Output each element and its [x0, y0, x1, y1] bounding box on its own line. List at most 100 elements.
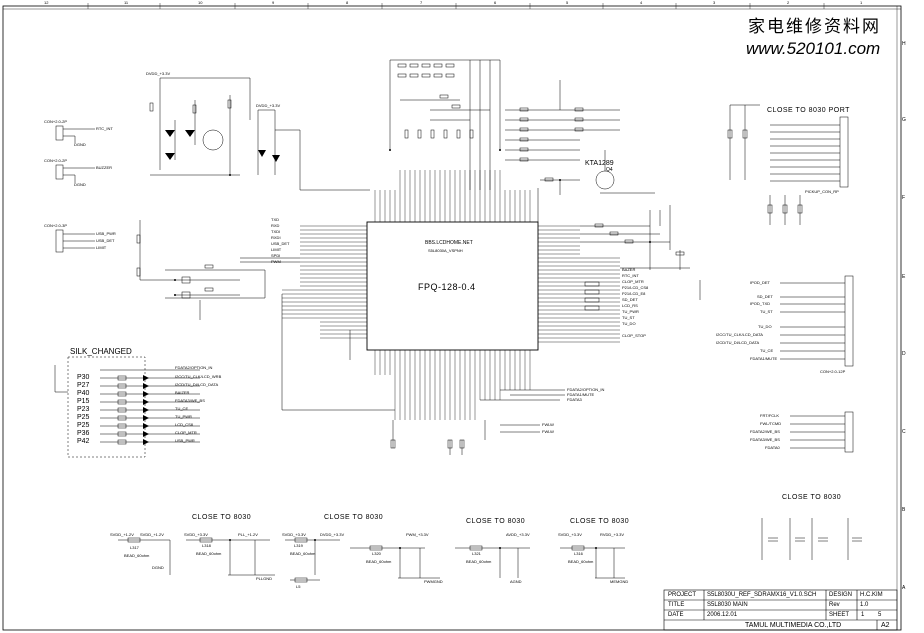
net-label: RTC_INT	[96, 126, 113, 131]
bead-label: BEAD_60ohm	[196, 551, 222, 556]
col-label: 6	[494, 0, 497, 5]
net-label: USB_PWR	[175, 438, 195, 443]
chip-part-label: S5L8030A_VSPNH	[428, 248, 463, 253]
bead-label: BEAD_60ohm	[366, 559, 392, 564]
net-label: FDATA1/MUTE	[567, 392, 595, 397]
inductor-ref: L319	[294, 543, 303, 548]
watermark-title: 家电维修资料网	[748, 17, 881, 37]
row-label: D	[902, 351, 906, 357]
net-label: I2CC/TU_CLK/LCD_WRB	[175, 374, 222, 379]
silk-pin: P40	[77, 390, 90, 397]
net-label: USB_PWR	[96, 231, 116, 236]
col-label: 3	[713, 0, 716, 5]
row-label: C	[902, 429, 906, 435]
net-label: TXD	[271, 217, 279, 222]
net-label: TU_PWR	[622, 309, 639, 314]
net-label: SPDI	[271, 253, 281, 258]
close-bottom-label: CLOSE TO 8030	[192, 514, 252, 521]
sheet-total: 5	[878, 612, 882, 618]
net-label: IPOD_DET	[750, 280, 771, 285]
net-label: RTC_INT	[622, 273, 639, 278]
power-net: SVDD_+3.3V	[184, 532, 208, 537]
project-label: PROJECT	[668, 592, 697, 598]
close-right-label: CLOSE TO 8030	[782, 494, 842, 501]
net-label: FDATA2/WE_BS	[750, 429, 780, 434]
close-bottom-label: CLOSE TO 8030	[466, 518, 526, 525]
design-value: H.C.KIM	[860, 592, 883, 598]
inductor-ref: L320	[372, 551, 381, 556]
silk-pin: P25	[77, 422, 90, 429]
transistor-part: KTA1289	[585, 160, 614, 167]
net-label: RXD	[271, 223, 280, 228]
row-label: A	[902, 585, 906, 591]
sheet-size: A2	[881, 622, 890, 629]
net-label: FDATA3	[567, 397, 582, 402]
inductor-ref: L316	[574, 551, 583, 556]
silk-pin: P42	[77, 438, 90, 445]
row-label: F	[902, 195, 906, 201]
connector-label: CON+2.0-2P	[44, 119, 68, 124]
net-label: SD_DET	[757, 294, 773, 299]
net-label: FWLW	[542, 422, 554, 427]
col-label: 8	[346, 0, 349, 5]
inductor-ref: L317	[130, 545, 139, 550]
silk-pin: P25	[77, 414, 90, 421]
title-value: S5L8030 MAIN	[707, 602, 748, 608]
net-label: PWM	[271, 259, 281, 264]
connector-label: CON+2.0-3P	[44, 223, 68, 228]
net-label: TU_PWR	[175, 414, 192, 419]
row-label: H	[902, 41, 906, 47]
bead-label: BEAD_60ohm	[466, 559, 492, 564]
col-label: 9	[272, 0, 275, 5]
net-label: TU_ST	[622, 315, 635, 320]
net-label: FRT/FCLK	[760, 413, 780, 418]
net-label: TU_CE	[175, 406, 189, 411]
connector-label: CON+2.0-2P	[44, 158, 68, 163]
net-label: DGND	[74, 182, 86, 187]
col-label: 5	[566, 0, 569, 5]
net-label: FDATA2/OPTION_IN	[175, 365, 213, 370]
close-bottom-label: CLOSE TO 8030	[324, 514, 384, 521]
gnd-label: AGND	[510, 579, 522, 584]
gnd-label: PWMGND	[424, 579, 443, 584]
net-label: TU_DO	[758, 324, 772, 329]
sheet-label: SHEET	[829, 612, 850, 618]
silk-pin: P15	[77, 398, 90, 405]
net-label: FDATA0	[765, 445, 780, 450]
net-label: I2CD/TU_DI/LCD_DATA	[175, 382, 219, 387]
net-label: SD_DET	[622, 297, 638, 302]
net-label: BUZZER	[96, 165, 112, 170]
design-label: DESIGN	[829, 592, 853, 598]
connector-label: CON+2.0-12P	[820, 369, 846, 374]
inductor-ref: L321	[472, 551, 481, 556]
row-label: B	[902, 507, 906, 513]
power-net: DVDD_+3.3V	[146, 71, 171, 76]
transistor-ref: Q4	[606, 167, 613, 173]
net-label: CLOP_MTR	[622, 279, 644, 284]
sheet-value: 1	[861, 612, 865, 618]
net-label: FDATA1/MUTE	[750, 356, 778, 361]
net-label: LCD_CS8	[175, 422, 194, 427]
rev-value: 1.0	[860, 602, 869, 608]
net-label: I2CC/TU_CLK/LCD_DATA	[716, 332, 763, 337]
net-label: TU_DO	[622, 321, 636, 326]
bead-label: BEAD_60ohm	[124, 553, 150, 558]
connector-label: PICKUP_CON_RP	[805, 189, 839, 194]
col-label: 10	[198, 0, 203, 5]
close-port-label: CLOSE TO 8030 PORT	[767, 107, 850, 114]
bead-label: BEAD_60ohm	[290, 551, 316, 556]
project-value: S5L8030U_REF_SDRAMX16_V1.0.SCH	[707, 592, 817, 598]
power-net: SVDD_+3.3V	[282, 532, 306, 537]
net-label: DGND	[74, 142, 86, 147]
net-label: P21/LCD_CS8	[622, 285, 649, 290]
inductor-ref: L5	[296, 584, 301, 589]
chip-package-label: FPQ-128-0.4	[418, 282, 476, 292]
row-label: E	[902, 274, 906, 280]
net-label: TU_CE	[760, 348, 774, 353]
net-label: BAZER	[622, 267, 636, 272]
power-net: PWM_+3.3V	[406, 532, 429, 537]
power-net: SVDD_+3.3V	[558, 532, 582, 537]
col-label: 12	[44, 0, 49, 5]
net-label: LCD_RS	[622, 303, 638, 308]
col-label: 1	[860, 0, 863, 5]
